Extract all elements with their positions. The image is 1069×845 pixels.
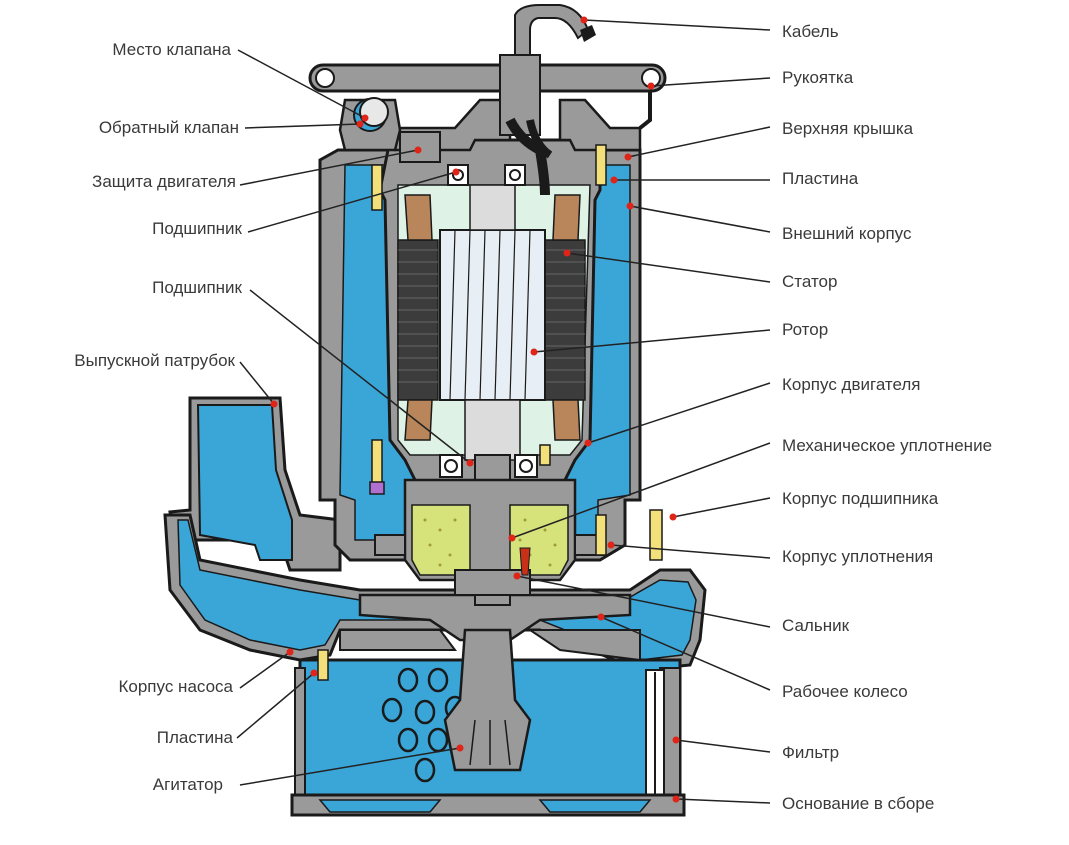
label-valve-seat: Место клапана: [112, 40, 231, 59]
stator-windings: [397, 194, 586, 441]
label-impeller: Рабочее колесо: [782, 682, 908, 701]
callout-markers: [270, 16, 680, 803]
label-agitator: Агитатор: [152, 775, 223, 794]
label-cable: Кабель: [782, 22, 839, 41]
label-check-valve: Обратный клапан: [98, 118, 239, 137]
label-top-cover: Верхняя крышка: [782, 119, 914, 138]
handle-shape: [308, 63, 667, 130]
label-seal-housing: Корпус уплотнения: [782, 547, 934, 566]
label-outer-casing: Внешний корпус: [782, 224, 912, 243]
label-bearing-housing: Корпус подшипника: [782, 489, 939, 508]
cable-shape: [499, 4, 596, 196]
label-base-assembly: Основание в сборе: [782, 794, 935, 813]
label-plate-upper: Пластина: [782, 169, 859, 188]
label-mechanical-seal: Механическое уплотнение: [782, 436, 993, 455]
bolts: [317, 144, 663, 681]
bearings: [439, 164, 538, 478]
leader-lines: [236, 19, 771, 804]
label-bearing-lower: Подшипник: [152, 278, 242, 297]
label-pump-casing: Корпус насоса: [118, 677, 234, 696]
top-cover-shape: [393, 98, 642, 163]
label-handle: Рукоятка: [782, 68, 854, 87]
discharge-pipe: [168, 396, 342, 572]
bolt-head: [369, 481, 385, 495]
label-rotor: Ротор: [782, 320, 829, 339]
rotor-shape: [439, 184, 546, 461]
label-motor-protection: Защита двигателя: [92, 172, 236, 191]
label-plate-lower: Пластина: [156, 728, 233, 747]
label-bearing-upper: Подшипник: [152, 219, 242, 238]
label-discharge-outlet: Выпускной патрубок: [74, 351, 235, 370]
label-strainer: Фильтр: [782, 743, 840, 762]
label-stator: Статор: [782, 272, 838, 291]
label-oil-seal: Сальник: [782, 616, 850, 635]
impeller-shape: [339, 593, 641, 662]
label-motor-housing: Корпус двигателя: [782, 375, 921, 394]
agitator-shape: [443, 628, 532, 772]
seal-housing-shape: [374, 478, 606, 596]
